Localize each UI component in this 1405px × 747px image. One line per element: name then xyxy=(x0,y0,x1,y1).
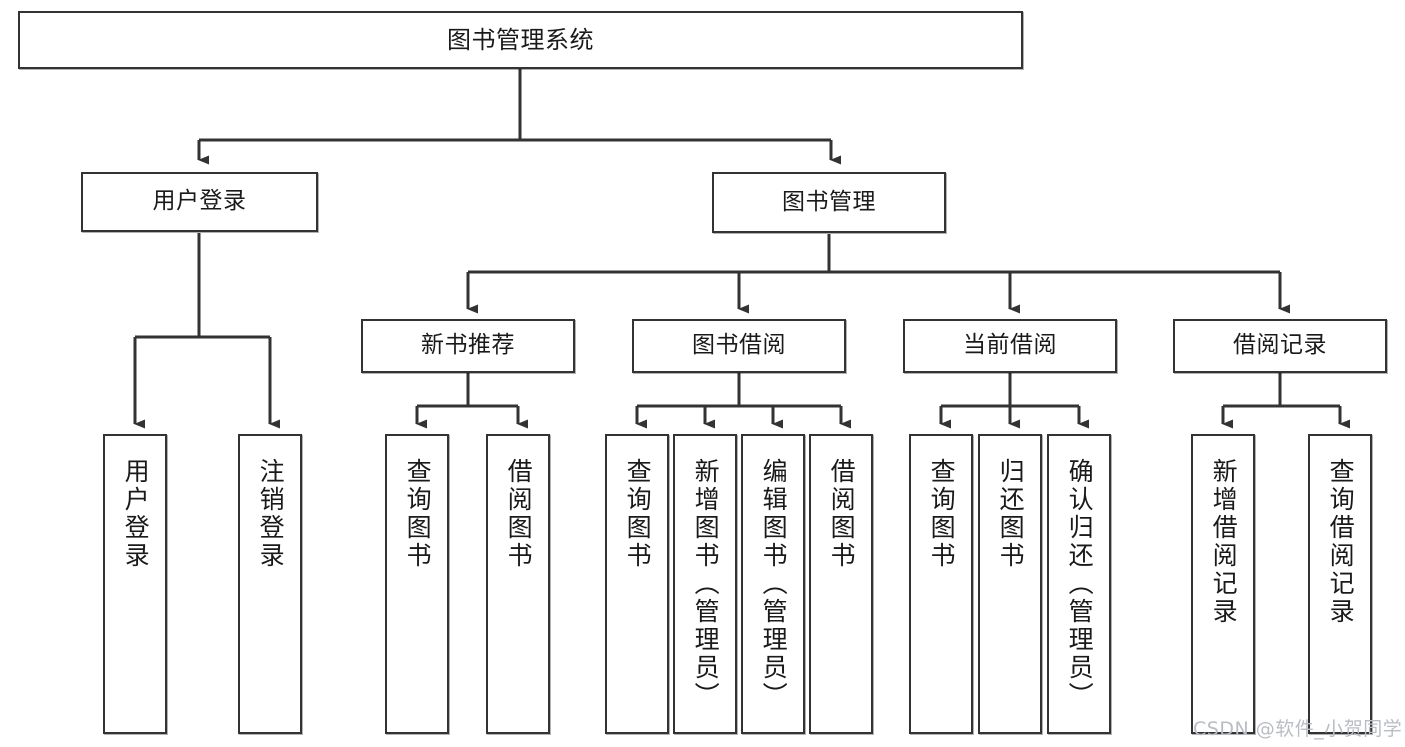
node-leaf-borrow-book-2[interactable]: 借阅图书 xyxy=(809,434,873,734)
node-label: 当前借阅 xyxy=(963,332,1057,359)
node-current-borrow[interactable]: 当前借阅 xyxy=(903,319,1117,373)
node-label: 查询借阅记录 xyxy=(1326,458,1356,626)
node-label: 图书管理 xyxy=(782,188,876,215)
node-leaf-query-book-1[interactable]: 查询图书 xyxy=(385,434,449,734)
csdn-watermark: CSDN @软件_小贺同学 xyxy=(1193,718,1403,740)
node-label: 确认归还（管理员） xyxy=(1065,458,1095,710)
node-label: 编辑图书（管理员） xyxy=(759,458,789,710)
node-label: 用户登录 xyxy=(121,458,151,570)
node-label: 查询图书 xyxy=(623,458,653,570)
node-borrow-record[interactable]: 借阅记录 xyxy=(1173,319,1387,373)
node-user-login[interactable]: 用户登录 xyxy=(81,172,318,232)
node-label: 查询图书 xyxy=(927,458,957,570)
node-title-system[interactable]: 图书管理系统 xyxy=(18,11,1023,69)
node-new-book-recommend[interactable]: 新书推荐 xyxy=(361,319,575,373)
node-label: 借阅记录 xyxy=(1233,332,1327,359)
node-label: 图书管理系统 xyxy=(447,25,594,54)
node-label: 借阅图书 xyxy=(827,458,857,570)
node-label: 新增图书（管理员） xyxy=(691,458,721,710)
node-leaf-edit-book[interactable]: 编辑图书（管理员） xyxy=(741,434,805,734)
node-leaf-add-book[interactable]: 新增图书（管理员） xyxy=(673,434,737,734)
node-leaf-add-record[interactable]: 新增借阅记录 xyxy=(1191,434,1255,734)
node-label: 注销登录 xyxy=(256,458,286,570)
node-label: 新增借阅记录 xyxy=(1209,458,1239,626)
node-label: 图书借阅 xyxy=(692,332,786,359)
node-leaf-query-record[interactable]: 查询借阅记录 xyxy=(1308,434,1372,734)
node-leaf-query-book-2[interactable]: 查询图书 xyxy=(605,434,669,734)
node-leaf-borrow-book-1[interactable]: 借阅图书 xyxy=(486,434,550,734)
node-leaf-return-book[interactable]: 归还图书 xyxy=(978,434,1042,734)
node-leaf-logout-login[interactable]: 注销登录 xyxy=(238,434,302,734)
node-book-borrow[interactable]: 图书借阅 xyxy=(632,319,846,373)
node-label: 归还图书 xyxy=(996,458,1026,570)
node-label: 查询图书 xyxy=(403,458,433,570)
node-leaf-query-book-3[interactable]: 查询图书 xyxy=(909,434,973,734)
node-label: 用户登录 xyxy=(152,188,247,215)
node-label: 借阅图书 xyxy=(504,458,534,570)
node-book-manage[interactable]: 图书管理 xyxy=(712,172,946,233)
node-leaf-user-login[interactable]: 用户登录 xyxy=(103,434,167,734)
node-leaf-confirm-return[interactable]: 确认归还（管理员） xyxy=(1047,434,1111,734)
node-label: 新书推荐 xyxy=(421,332,515,359)
